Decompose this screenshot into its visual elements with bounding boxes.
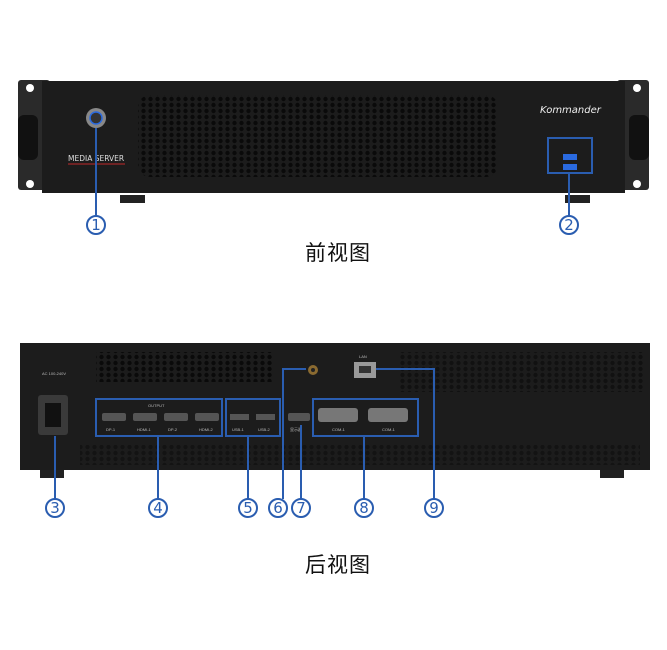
output-label: OUTPUT bbox=[148, 403, 165, 408]
callout-1: 1 bbox=[91, 216, 101, 234]
port-com2: COM-1 bbox=[382, 427, 396, 432]
port-usb1: USB-1 bbox=[232, 427, 245, 432]
port-usb2: USB-2 bbox=[258, 427, 271, 432]
back-view-title: 后视图 bbox=[305, 553, 371, 577]
port-dp2: DP-2 bbox=[168, 427, 178, 432]
callout-3: 3 bbox=[50, 499, 60, 517]
port-hdmi1: HDMI-1 bbox=[137, 427, 152, 432]
back-callouts bbox=[45, 368, 444, 518]
callout-7: 7 bbox=[296, 499, 306, 517]
callout-4: 4 bbox=[153, 499, 163, 517]
front-chassis: MEDIA SERVER Kommander bbox=[18, 80, 649, 203]
port-com1: COM-1 bbox=[332, 427, 346, 432]
back-chassis: AC 100-240V OUTPUT DP-1 HDMI-1 DP-2 HDMI… bbox=[20, 343, 650, 478]
callout-5: 5 bbox=[243, 499, 253, 517]
callout-9: 9 bbox=[429, 499, 439, 517]
port-lan: LAN bbox=[359, 354, 367, 359]
front-view-title: 前视图 bbox=[305, 241, 371, 265]
callout-2: 2 bbox=[564, 216, 574, 234]
brand-logo: Kommander bbox=[540, 105, 602, 116]
power-label: AC 100-240V bbox=[42, 371, 66, 376]
callout-6: 6 bbox=[273, 499, 283, 517]
callout-8: 8 bbox=[359, 499, 369, 517]
port-hdmi2: HDMI-2 bbox=[199, 427, 214, 432]
port-display: 显示器 bbox=[290, 427, 302, 432]
port-dp1: DP-1 bbox=[106, 427, 116, 432]
front-callouts bbox=[86, 128, 579, 235]
